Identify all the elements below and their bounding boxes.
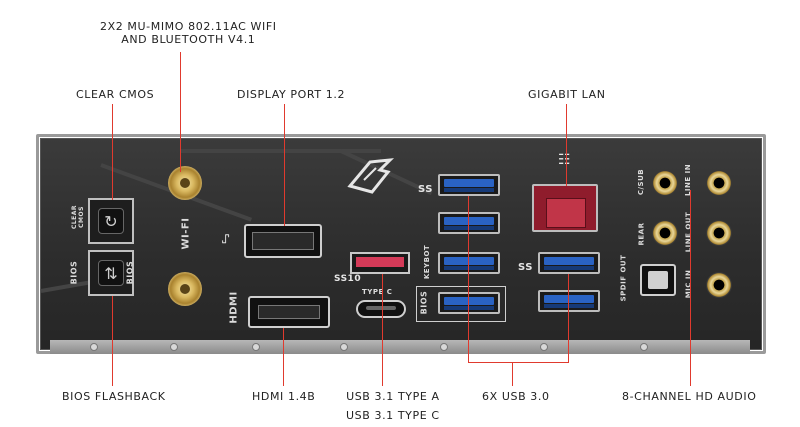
io-panel — [40, 138, 762, 350]
callout-line-usb30-right — [568, 274, 569, 362]
displayport-port — [244, 224, 322, 258]
mic-in-label: MIC IN — [684, 269, 693, 299]
spdif-inner — [648, 271, 668, 289]
hdmi-inner — [258, 305, 320, 319]
hdmi-port — [248, 296, 330, 328]
rear-label: REAR — [637, 222, 646, 246]
callout-line-clear-cmos — [112, 104, 113, 200]
c-sub-label: C/SUB — [637, 168, 646, 196]
callout-wifi-line2: AND BLUETOOTH V4.1 — [121, 33, 256, 46]
usb31-type-c-port — [356, 300, 406, 318]
usb30-tongue-base — [444, 226, 494, 230]
usb-ss-label: SS — [418, 184, 433, 195]
bios-left-label: BIOS — [69, 260, 79, 285]
network-icon: ☷ — [558, 152, 572, 168]
clear-cmos-label-text: CLEAR CMOS — [71, 204, 86, 230]
usb31-tongue — [356, 257, 404, 267]
usb-ss10-label: SS10 — [334, 274, 362, 284]
bios-flashback-button[interactable]: ⇅ — [88, 250, 134, 296]
displayport-inner — [252, 232, 314, 250]
usb30-tongue — [544, 257, 594, 265]
ledge-screw — [90, 343, 98, 351]
callout-wifi-line1: 2X2 MU-MIMO 802.11AC WIFI — [100, 20, 277, 33]
usb30-port — [538, 252, 600, 274]
clear-cmos-panel-label: CLEAR CMOS — [71, 205, 85, 229]
bios-group-label: BIOS — [419, 290, 429, 315]
wifi-antenna-connector-bottom — [168, 272, 202, 306]
usb30-bios-port — [438, 292, 500, 314]
callout-clear-cmos: CLEAR CMOS — [76, 88, 155, 101]
clear-cmos-button[interactable]: ↻ — [88, 198, 134, 244]
callout-wifi: 2X2 MU-MIMO 802.11AC WIFI AND BLUETOOTH … — [100, 20, 277, 46]
displayport-icon: ⑀ — [222, 232, 230, 246]
gigabit-lan-port — [532, 184, 598, 232]
clear-cmos-button-icon: ↻ — [98, 208, 124, 234]
callout-audio: 8-CHANNEL HD AUDIO — [622, 390, 757, 403]
ledge-screw — [340, 343, 348, 351]
callout-line-bios-flashback — [112, 296, 113, 386]
callout-line-usb30-left — [468, 196, 469, 362]
usb30-tongue — [444, 297, 494, 305]
hdmi-label: HDMI — [228, 291, 240, 324]
typec-inner — [366, 306, 396, 310]
callout-line-usb30-bar — [468, 362, 569, 363]
lan-jack — [546, 198, 586, 228]
callout-line-wifi — [180, 52, 181, 172]
bios-right-label: BIOS — [125, 260, 135, 285]
usb30-port — [438, 174, 500, 196]
usb30-tongue — [444, 179, 494, 187]
ledge-screw — [540, 343, 548, 351]
audio-jack-line-in — [706, 170, 732, 196]
usb30-tongue-base — [444, 266, 494, 270]
audio-jack-c-sub — [652, 170, 678, 196]
callout-gigabit-lan: GIGABIT LAN — [528, 88, 606, 101]
antenna-hole — [180, 284, 190, 294]
usb30-tongue-base — [444, 188, 494, 192]
callout-line-hdmi — [283, 328, 284, 386]
usb30-port — [438, 252, 500, 274]
wifi-antenna-connector-top — [168, 166, 202, 200]
usb30-tongue — [444, 257, 494, 265]
rog-logo-icon — [347, 158, 395, 194]
wifi-label: WI-FI — [180, 217, 192, 250]
callout-usb31-line1: USB 3.1 TYPE A — [346, 390, 440, 403]
spdif-label: SPDIF OUT — [619, 254, 628, 302]
usb30-tongue-base — [444, 306, 494, 310]
panel-stripe — [181, 149, 381, 153]
audio-jack-rear — [652, 220, 678, 246]
callout-usb30: 6X USB 3.0 — [482, 390, 550, 403]
usb30-tongue — [444, 217, 494, 225]
callout-line-gigabit-lan — [566, 104, 567, 186]
usb30-tongue — [544, 295, 594, 303]
antenna-hole — [180, 178, 190, 188]
keybot-label: KEYBOT — [423, 244, 432, 280]
callout-line-display-port — [284, 104, 285, 226]
bios-usb-groupbox — [416, 286, 506, 322]
callout-hdmi: HDMI 1.4B — [252, 390, 316, 403]
callout-display-port: DISPLAY PORT 1.2 — [237, 88, 346, 101]
usb31-type-a-port — [350, 252, 410, 274]
callout-line-audio — [690, 190, 691, 386]
usb30-tongue-base — [544, 304, 594, 308]
line-out-label: LINE OUT — [684, 211, 693, 253]
audio-jack-line-out — [706, 220, 732, 246]
callout-usb31-line2: USB 3.1 TYPE C — [346, 409, 440, 422]
ledge-screw — [440, 343, 448, 351]
io-shield-ledge — [50, 340, 750, 354]
usb-ss-label-right: SS — [518, 262, 533, 273]
usb30-port — [538, 290, 600, 312]
usb30-tongue-base — [544, 266, 594, 270]
callout-usb31: USB 3.1 TYPE A USB 3.1 TYPE C — [346, 390, 440, 422]
type-c-label: TYPE C — [362, 288, 393, 296]
ledge-screw — [252, 343, 260, 351]
callout-line-usb30-stem — [512, 362, 513, 386]
bios-flashback-button-icon: ⇅ — [98, 260, 124, 286]
spdif-out-port — [640, 264, 676, 296]
ledge-screw — [640, 343, 648, 351]
audio-jack-mic-in — [706, 272, 732, 298]
usb30-port — [438, 212, 500, 234]
ledge-screw — [170, 343, 178, 351]
callout-line-usb31 — [382, 274, 383, 386]
callout-bios-flashback: BIOS FLASHBACK — [62, 390, 166, 403]
